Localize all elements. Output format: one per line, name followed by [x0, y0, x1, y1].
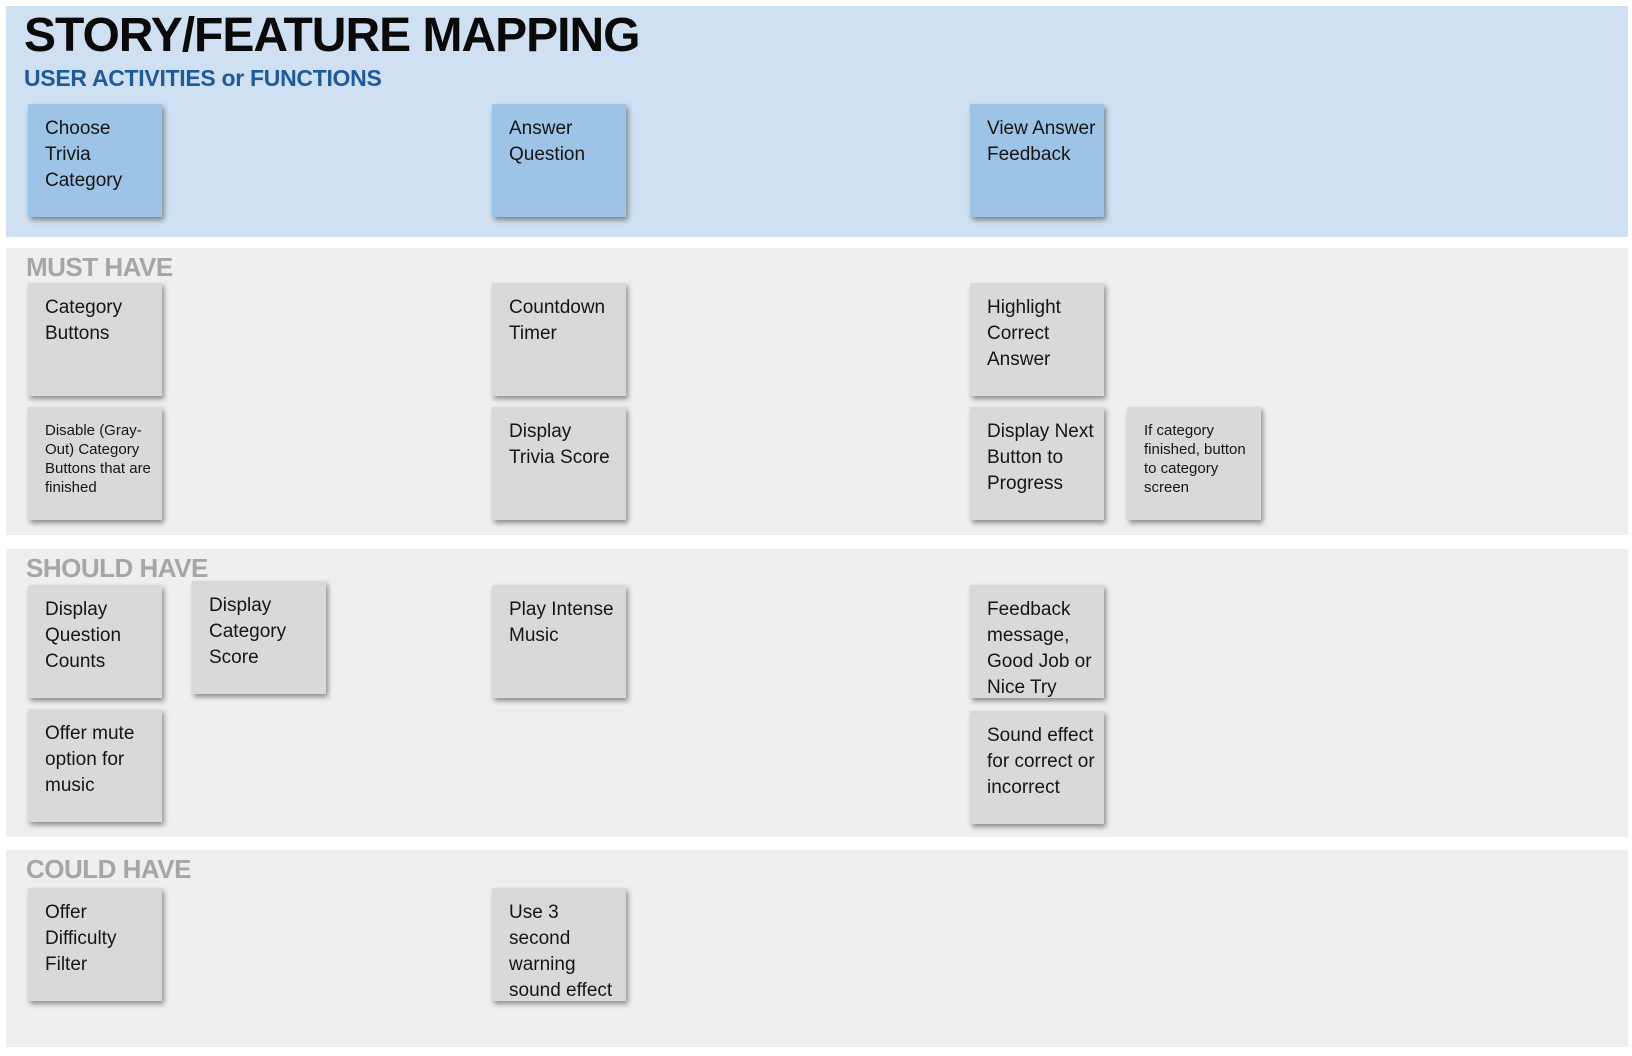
page-title: STORY/FEATURE MAPPING [24, 9, 640, 62]
story-feature-mapping-board: STORY/FEATURE MAPPING USER ACTIVITIES or… [0, 6, 1632, 1056]
section-should-have: SHOULD HAVE Display Question Counts Disp… [6, 549, 1628, 837]
card-label: Highlight Correct Answer [987, 297, 1061, 370]
card-use-3-second-warning[interactable]: Use 3 second warning sound effect [492, 888, 626, 1001]
card-label: Choose Trivia Category [45, 118, 123, 191]
card-label: Disable (Gray-Out) Category Buttons that… [45, 422, 151, 496]
card-display-next-button[interactable]: Display Next Button to Progress [970, 407, 1104, 520]
card-sound-effect-correct-incorrect[interactable]: Sound effect for correct or incorrect [970, 711, 1104, 824]
card-label: Sound effect for correct or incorrect [987, 725, 1095, 798]
card-label: If category finished, button to category… [1144, 422, 1246, 496]
card-label: Display Next Button to Progress [987, 421, 1094, 494]
card-countdown-timer[interactable]: Countdown Timer [492, 283, 626, 396]
card-answer-question[interactable]: Answer Question [492, 104, 626, 217]
card-offer-difficulty-filter[interactable]: Offer Difficulty Filter [28, 888, 162, 1001]
section-could-have: COULD HAVE Offer Difficulty Filter Use 3… [6, 850, 1628, 1047]
card-display-trivia-score[interactable]: Display Trivia Score [492, 407, 626, 520]
card-label: Offer Difficulty Filter [45, 902, 117, 975]
card-label: Use 3 second warning sound effect [509, 902, 613, 1001]
card-label: Display Trivia Score [509, 421, 610, 468]
card-label: Offer mute option for music [45, 723, 135, 796]
card-choose-trivia-category[interactable]: Choose Trivia Category [28, 104, 162, 217]
card-highlight-correct-answer[interactable]: Highlight Correct Answer [970, 283, 1104, 396]
card-label: Play Intense Music [509, 599, 614, 646]
card-label: Feedback message, Good Job or Nice Try [987, 599, 1092, 698]
card-display-category-score[interactable]: Display Category Score [192, 581, 326, 694]
card-label: Answer Question [509, 118, 586, 165]
card-display-question-counts[interactable]: Display Question Counts [28, 585, 162, 698]
card-label: Display Question Counts [45, 599, 122, 672]
should-have-title: SHOULD HAVE [26, 553, 208, 583]
card-disable-finished-category-buttons[interactable]: Disable (Gray-Out) Category Buttons that… [28, 407, 162, 520]
section-must-have: MUST HAVE Category Buttons Countdown Tim… [6, 248, 1628, 535]
section-user-activities: STORY/FEATURE MAPPING USER ACTIVITIES or… [6, 6, 1628, 237]
page-subtitle: USER ACTIVITIES or FUNCTIONS [24, 65, 382, 91]
card-label: View Answer Feedback [987, 118, 1096, 165]
card-label: Countdown Timer [509, 297, 606, 344]
card-label: Category Buttons [45, 297, 123, 344]
card-label: Display Category Score [209, 595, 287, 668]
card-play-intense-music[interactable]: Play Intense Music [492, 585, 626, 698]
card-view-answer-feedback[interactable]: View Answer Feedback [970, 104, 1104, 217]
card-feedback-message[interactable]: Feedback message, Good Job or Nice Try [970, 585, 1104, 698]
could-have-title: COULD HAVE [26, 854, 191, 884]
card-offer-mute-option[interactable]: Offer mute option for music [28, 709, 162, 822]
must-have-title: MUST HAVE [26, 252, 173, 282]
card-category-buttons[interactable]: Category Buttons [28, 283, 162, 396]
card-if-category-finished[interactable]: If category finished, button to category… [1127, 407, 1261, 520]
